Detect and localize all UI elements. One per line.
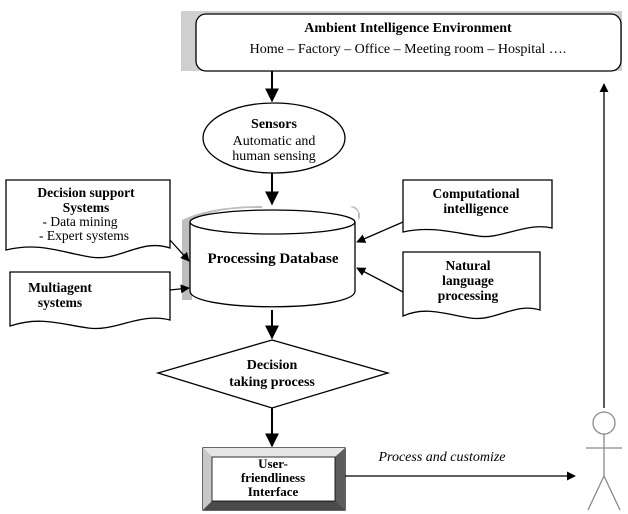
- nlp-node: Natural language processing: [402, 251, 541, 320]
- user-right-leg: [603, 475, 621, 511]
- interface-bevel-bottom: [203, 501, 345, 510]
- user-left-leg: [587, 475, 605, 511]
- interface-face: [211, 456, 336, 502]
- decision-line1: Decision: [247, 358, 298, 373]
- decision-line2: taking process: [229, 375, 315, 390]
- arrow-nlp-to-database: [356, 267, 404, 293]
- decision-support-node: Decision support Systems - Data mining -…: [5, 179, 171, 259]
- decision-node: Decision taking process: [155, 339, 391, 409]
- nlp-line1: Natural: [446, 258, 491, 273]
- decision-diamond: [155, 339, 391, 409]
- decision-support-line1: Decision support: [37, 185, 135, 200]
- sensors-ellipse: [202, 102, 346, 174]
- database-top: [189, 209, 356, 235]
- interface-node: User- friendliness Interface: [202, 447, 346, 511]
- decision-support-line4: - Expert systems: [39, 228, 129, 243]
- environment-frame: [195, 13, 622, 72]
- database-body: [189, 222, 356, 308]
- arrow-decision-support-to-database: [169, 239, 190, 262]
- arrow-computational-to-database: [356, 221, 404, 243]
- multiagent-shape: [9, 271, 171, 330]
- computational-shape: [402, 179, 553, 238]
- interface-line2: friendliness: [241, 470, 305, 485]
- database-label: Processing Database: [208, 251, 339, 267]
- environment-box: Ambient Intelligence Environment Home – …: [181, 11, 622, 72]
- decision-support-line2: Systems: [63, 200, 110, 215]
- multiagent-line1: Multiagent: [28, 280, 92, 295]
- user-icon: [586, 411, 622, 511]
- computational-line2: intelligence: [443, 201, 508, 216]
- sensors-line1: Automatic and: [233, 134, 316, 149]
- interface-bevel-right: [335, 448, 345, 510]
- multiagent-line2: systems: [38, 295, 82, 310]
- sensors-node: Sensors Automatic and human sensing: [202, 102, 346, 174]
- environment-places: Home – Factory – Office – Meeting room –…: [250, 42, 567, 57]
- nlp-shape: [402, 251, 541, 320]
- sensors-line2: human sensing: [232, 149, 316, 164]
- computational-line1: Computational: [432, 186, 519, 201]
- interface-line1: User-: [258, 456, 288, 471]
- decision-support-shape: [5, 179, 171, 259]
- database-node: Processing Database: [182, 206, 360, 308]
- database-shadow-right: [350, 206, 360, 220]
- arrow-multiagent-to-database: [169, 284, 190, 294]
- interface-line3: Interface: [248, 484, 299, 499]
- customize-label: Process and customize: [377, 450, 505, 465]
- interface-bevel-left: [203, 448, 212, 510]
- computational-node: Computational intelligence: [402, 179, 553, 238]
- nlp-line3: processing: [438, 288, 499, 303]
- environment-title: Ambient Intelligence Environment: [304, 21, 512, 36]
- decision-support-line3: - Data mining: [43, 214, 118, 229]
- sensors-title: Sensors: [251, 117, 297, 132]
- nlp-line2: language: [442, 273, 494, 288]
- interface-bevel-top: [203, 448, 345, 457]
- user-head: [592, 411, 616, 435]
- multiagent-node: Multiagent systems: [9, 271, 171, 330]
